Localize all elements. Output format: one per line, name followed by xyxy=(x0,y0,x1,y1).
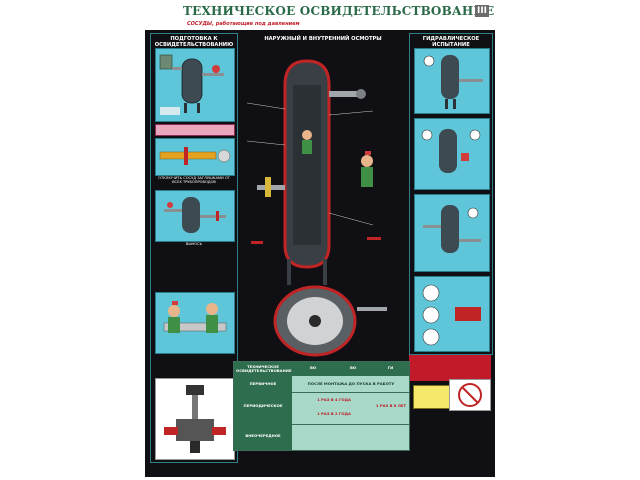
valve-section-drawing xyxy=(164,385,226,453)
table-row-label: ВНЕОЧЕРЕДНОЕ xyxy=(245,433,281,438)
workers-drawing xyxy=(163,301,227,333)
table-row-label: ТЕХНИЧЕСКОЕ ОСВИДЕТЕЛЬСТВОВАНИЕ xyxy=(236,364,292,374)
table-cell: 1 РАЗ В 2 ГОДА xyxy=(317,411,351,416)
right-column: ГИДРАВЛИЧЕСКОЕ ИСПЫТАНИЕ xyxy=(409,33,493,355)
prep-caption-1: ОТКЛЮЧИТЬ СОСУД ЗАГЛУШКАМИ ОТ ВСЕХ ТРУБО… xyxy=(158,176,230,185)
prep-panel-1 xyxy=(155,48,235,122)
test-panel-2 xyxy=(414,118,490,190)
subtitle-bar: СОСУДЫ, работающие под давлением xyxy=(145,21,495,30)
section-title-left: ПОДГОТОВКА К ОСВИДЕТЕЛЬСТВОВАНИЮ xyxy=(154,36,234,48)
table-col-header: ВО xyxy=(309,365,317,370)
prep-panel-5 xyxy=(155,378,235,460)
prep-panel-3 xyxy=(155,190,235,242)
prep-panel-4 xyxy=(155,292,235,354)
test-warning-band xyxy=(409,355,491,381)
table-row-label: ПЕРВИЧНОЕ xyxy=(249,381,277,386)
section-title-right: ГИДРАВЛИЧЕСКОЕ ИСПЫТАНИЕ xyxy=(422,36,480,48)
table-cell: ПОСЛЕ МОНТАЖА ДО ПУСКА В РАБОТУ xyxy=(307,381,395,386)
vessel-drawing xyxy=(159,54,224,115)
vessel-drawing-2 xyxy=(164,197,226,233)
test-vessel-3 xyxy=(423,205,481,253)
sheet-number: III xyxy=(475,5,489,17)
center-illustration xyxy=(246,59,387,357)
title-bar: ТЕХНИЧЕСКОЕ ОСВИДЕТЕЛЬСТВОВАНИЕ III xyxy=(145,3,495,21)
left-column: ПОДГОТОВКА К ОСВИДЕТЕЛЬСТВОВАНИЮ xyxy=(150,33,238,463)
table-col-header: ВО xyxy=(349,365,357,370)
page-subtitle: СОСУДЫ, работающие под давлением xyxy=(187,21,300,27)
test-vessel-1 xyxy=(423,55,483,109)
table-cell: 1 РАЗ В 8 ЛЕТ xyxy=(375,403,407,408)
table-header-row xyxy=(234,362,409,376)
table-label-column xyxy=(234,376,292,450)
poster: ТЕХНИЧЕСКОЕ ОСВИДЕТЕЛЬСТВОВАНИЕ III СОСУ… xyxy=(145,3,495,477)
prohibit-icon xyxy=(458,383,482,407)
prep-panel-2 xyxy=(155,138,235,176)
prohibit-sign xyxy=(449,379,491,411)
section-title-center: НАРУЖНЫЙ И ВНУТРЕННИЙ ОСМОТРЫ xyxy=(264,36,382,42)
inspection-table: ТЕХНИЧЕСКОЕ ОСВИДЕТЕЛЬСТВОВАНИЕ ВО ВО ГИ… xyxy=(233,361,410,451)
gauges-drawing xyxy=(422,284,481,346)
test-panel-3 xyxy=(414,194,490,272)
table-cell: 1 РАЗ В 4 ГОДА xyxy=(317,397,351,402)
page-title: ТЕХНИЧЕСКОЕ ОСВИДЕТЕЛЬСТВОВАНИЕ xyxy=(183,4,495,18)
test-panel-4 xyxy=(414,276,490,352)
prep-pink-note xyxy=(155,124,235,136)
test-panel-1 xyxy=(414,48,490,114)
table-col-header: ГИ xyxy=(387,365,394,370)
table-row-label: ПЕРИОДИЧЕСКОЕ xyxy=(243,403,283,408)
prep-caption-2: ВЫНОСЬ xyxy=(185,242,203,246)
test-vessel-2 xyxy=(421,129,481,173)
pipe-drawing xyxy=(159,147,231,165)
